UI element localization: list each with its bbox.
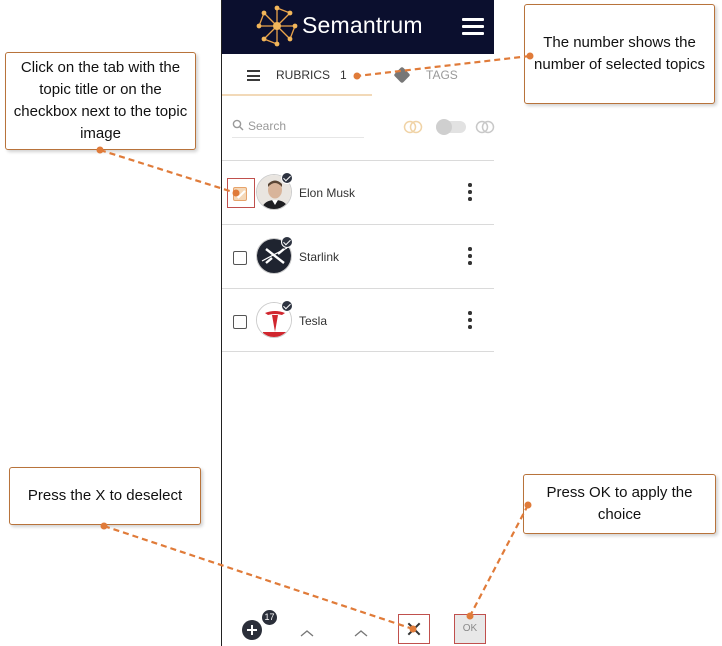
topic-row[interactable]: Tesla <box>222 288 494 352</box>
more-options-icon[interactable] <box>467 247 473 267</box>
topic-checkbox[interactable] <box>233 315 247 329</box>
tab-rubrics[interactable]: RUBRICS 1 <box>222 54 372 96</box>
add-topic-button[interactable] <box>242 620 262 640</box>
tab-rubrics-label: RUBRICS <box>276 68 331 82</box>
more-options-icon[interactable] <box>467 311 473 331</box>
count-badge: 17 <box>262 610 277 625</box>
union-rings-icon[interactable] <box>474 120 496 134</box>
list-icon <box>247 70 260 81</box>
selected-count: 1 <box>340 68 347 82</box>
deselect-button[interactable] <box>398 614 430 644</box>
tab-tags[interactable]: TAGS <box>372 54 494 96</box>
verified-icon <box>281 300 293 312</box>
bottom-toolbar: 17 OK <box>222 600 494 646</box>
logo-icon <box>256 5 298 47</box>
topic-list: Elon Musk Starlink Tesla <box>222 160 494 352</box>
intersect-rings-icon[interactable] <box>402 120 424 134</box>
verified-icon <box>281 172 293 184</box>
search-input[interactable] <box>232 114 364 138</box>
topic-row[interactable]: Starlink <box>222 224 494 288</box>
more-options-icon[interactable] <box>467 183 473 203</box>
callout-tab-hint: Click on the tab with the topic title or… <box>5 52 196 150</box>
mode-toggle[interactable] <box>436 119 466 135</box>
avatar-tesla <box>256 302 292 338</box>
chevron-up-icon[interactable] <box>354 626 368 640</box>
phone-screen: Semantrum RUBRICS 1 TAGS <box>222 0 496 646</box>
search-icon <box>232 119 244 131</box>
search-row <box>222 110 496 140</box>
tab-tags-label: TAGS <box>426 68 458 82</box>
ok-button[interactable]: OK <box>454 614 486 644</box>
callout-ok-hint: Press OK to apply the choice <box>523 474 716 534</box>
topic-name[interactable]: Starlink <box>299 250 340 264</box>
topic-checkbox[interactable] <box>233 251 247 265</box>
topic-row[interactable]: Elon Musk <box>222 160 494 224</box>
divider-line <box>221 0 222 646</box>
verified-icon <box>281 236 293 248</box>
callout-deselect-hint: Press the X to deselect <box>9 467 201 525</box>
tag-icon <box>393 66 411 84</box>
topic-name[interactable]: Tesla <box>299 314 328 328</box>
app-title: Semantrum <box>302 12 423 38</box>
tab-bar: RUBRICS 1 TAGS <box>222 54 494 96</box>
topic-name[interactable]: Elon Musk <box>299 186 356 200</box>
app-header: Semantrum <box>222 0 494 54</box>
highlight-checkbox <box>227 178 255 208</box>
chevron-up-icon[interactable] <box>300 626 314 640</box>
hamburger-menu-icon[interactable] <box>462 18 484 36</box>
callout-count-hint: The number shows the number of selected … <box>524 4 715 104</box>
